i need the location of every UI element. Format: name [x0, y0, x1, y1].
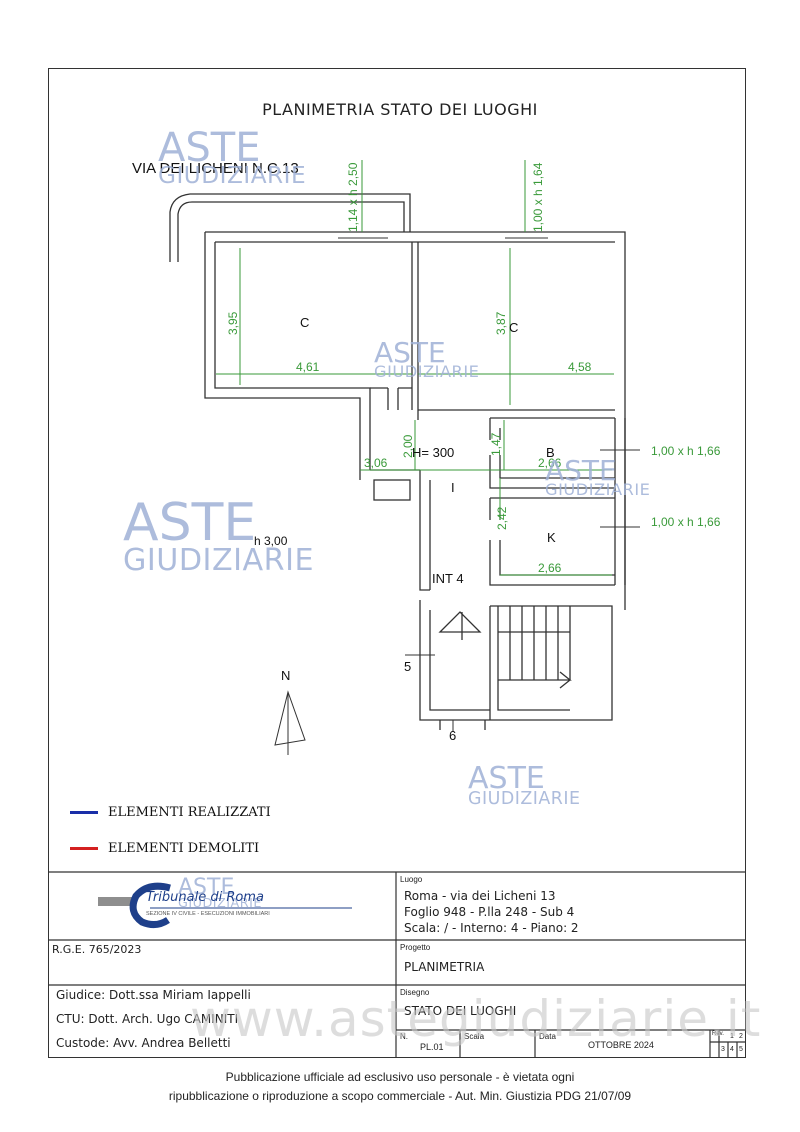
- watermark-2: ASTE GIUDIZIARIE: [374, 336, 480, 382]
- luogo-line-2: Foglio 948 - P.lla 248 - Sub 4: [404, 905, 575, 919]
- watermark-3-line2: GIUDIZIARIE: [545, 480, 651, 500]
- stair-label-5: 5: [404, 659, 411, 674]
- watermark-4: ASTE GIUDIZIARIE: [123, 493, 315, 578]
- room-label-b: B: [546, 445, 555, 460]
- court-subtitle: SEZIONE IV CIVILE - ESECUZIONI IMMOBILIA…: [146, 911, 270, 917]
- stair-label-6: 6: [449, 728, 456, 743]
- n-value: PL.01: [420, 1042, 444, 1052]
- window-measure-2: 1,00 x h 1,64: [531, 162, 545, 232]
- logo-bar: [98, 897, 132, 906]
- measure-2-42: 2,42: [495, 506, 509, 530]
- watermark-url: www.astegiudiziarie.it: [190, 990, 762, 1048]
- legend-realized: ELEMENTI REALIZZATI: [70, 805, 271, 820]
- measure-1-47: 1,47: [489, 432, 503, 456]
- legend-realized-swatch: [70, 811, 98, 814]
- interior-label: INT 4: [432, 571, 464, 586]
- watermark-2-line1: ASTE: [374, 336, 446, 369]
- rev-cell-5: 5: [739, 1046, 743, 1053]
- measure-3-95: 3,95: [226, 311, 240, 335]
- footer-line-2: ripubblicazione o riproduzione a scopo c…: [168, 1089, 632, 1103]
- legend-demolished: ELEMENTI DEMOLITI: [70, 841, 259, 856]
- height-label-2: h 3,00: [254, 534, 288, 548]
- custode-line: Custode: Avv. Andrea Belletti: [56, 1036, 231, 1050]
- disegno-label: Disegno: [400, 988, 430, 997]
- n-label: N.: [400, 1032, 408, 1041]
- watermark-6: ASTE GIUDIZIARIE: [178, 875, 262, 911]
- room-label-k: K: [547, 530, 556, 545]
- window-measure-3: 1,00 x h 1,66: [651, 444, 721, 458]
- window-measure-1: 1,14 x h 2,50: [346, 162, 360, 232]
- balcony-inner: [177, 201, 405, 262]
- watermark-4-line2: GIUDIZIARIE: [123, 542, 315, 578]
- data-label: Data: [539, 1032, 556, 1041]
- watermark-6-line2: GIUDIZIARIE: [178, 895, 262, 911]
- drawing-sheet-border: [48, 68, 746, 1058]
- measure-4-58: 4,58: [568, 360, 592, 374]
- luogo-label: Luogo: [400, 875, 423, 884]
- measure-2-66-kitchen: 2,66: [538, 561, 562, 575]
- footer-line-1: Pubblicazione ufficiale ad esclusivo uso…: [225, 1070, 575, 1084]
- rev-cell-3: 3: [721, 1046, 725, 1053]
- room-label-c-2: C: [509, 320, 518, 335]
- ctu-line: CTU: Dott. Arch. Ugo CAMINITI: [56, 1012, 239, 1026]
- watermark-2-line2: GIUDIZIARIE: [374, 362, 480, 382]
- rev-label: Rev.: [712, 1031, 724, 1037]
- drawing-title: PLANIMETRIA STATO DEI LUOGHI: [262, 100, 538, 119]
- scala-label: Scala: [464, 1032, 485, 1041]
- legend-demolished-label: ELEMENTI DEMOLITI: [108, 841, 260, 856]
- watermark-5-line1: ASTE: [468, 761, 545, 796]
- measure-2-66-bath: 2,66: [538, 456, 562, 470]
- rge-number: R.G.E. 765/2023: [52, 943, 142, 956]
- rev-cell-4: 4: [730, 1046, 734, 1053]
- court-logo-icon: [129, 882, 171, 929]
- watermark-5: ASTE GIUDIZIARIE: [468, 761, 581, 809]
- street-label: VIA DEI LICHENI N.C.13: [132, 160, 299, 177]
- court-name: Tribunale di Roma: [146, 890, 264, 905]
- measure-3-87: 3,87: [494, 311, 508, 335]
- measure-4-61: 4,61: [296, 360, 320, 374]
- legend-demolished-swatch: [70, 847, 98, 850]
- balcony-outline: [169, 193, 411, 262]
- window-measure-4: 1,00 x h 1,66: [651, 515, 721, 529]
- progetto-value: PLANIMETRIA: [404, 960, 485, 974]
- watermark-6-line1: ASTE: [178, 875, 235, 900]
- luogo-line-3: Scala: / - Interno: 4 - Piano: 2: [404, 921, 579, 935]
- data-value: OTTOBRE 2024: [588, 1040, 654, 1050]
- legend-realized-label: ELEMENTI REALIZZATI: [108, 805, 271, 820]
- watermark-3-line1: ASTE: [545, 454, 617, 487]
- giudice-line: Giudice: Dott.ssa Miriam Iappelli: [56, 988, 251, 1002]
- north-arrow-icon: [274, 690, 306, 746]
- watermark-1-line1: ASTE: [158, 125, 261, 171]
- watermark-5-line2: GIUDIZIARIE: [468, 789, 581, 809]
- height-label: H= 300: [412, 445, 454, 460]
- outer-wall-west: [204, 232, 361, 480]
- room-label-i: I: [451, 480, 455, 495]
- rev-cell-1: 1: [730, 1033, 734, 1040]
- progetto-label: Progetto: [400, 943, 431, 952]
- watermark-1-line2: GIUDIZIARIE: [158, 162, 307, 189]
- north-label: N: [281, 668, 290, 683]
- watermark-4-line1: ASTE: [123, 493, 257, 553]
- luogo-line-1: Roma - via dei Licheni 13: [404, 889, 556, 903]
- watermark-3: ASTE GIUDIZIARIE: [545, 454, 651, 500]
- watermark-1: ASTE GIUDIZIARIE: [158, 125, 307, 189]
- footer-notice: Pubblicazione ufficiale ad esclusivo uso…: [0, 1068, 800, 1106]
- disegno-value: STATO DEI LUOGHI: [404, 1004, 517, 1018]
- rev-cell-2: 2: [739, 1033, 743, 1040]
- measure-3-06: 3,06: [364, 456, 388, 470]
- measure-2-00: 2,00: [401, 434, 415, 458]
- room-label-c-1: C: [300, 315, 309, 330]
